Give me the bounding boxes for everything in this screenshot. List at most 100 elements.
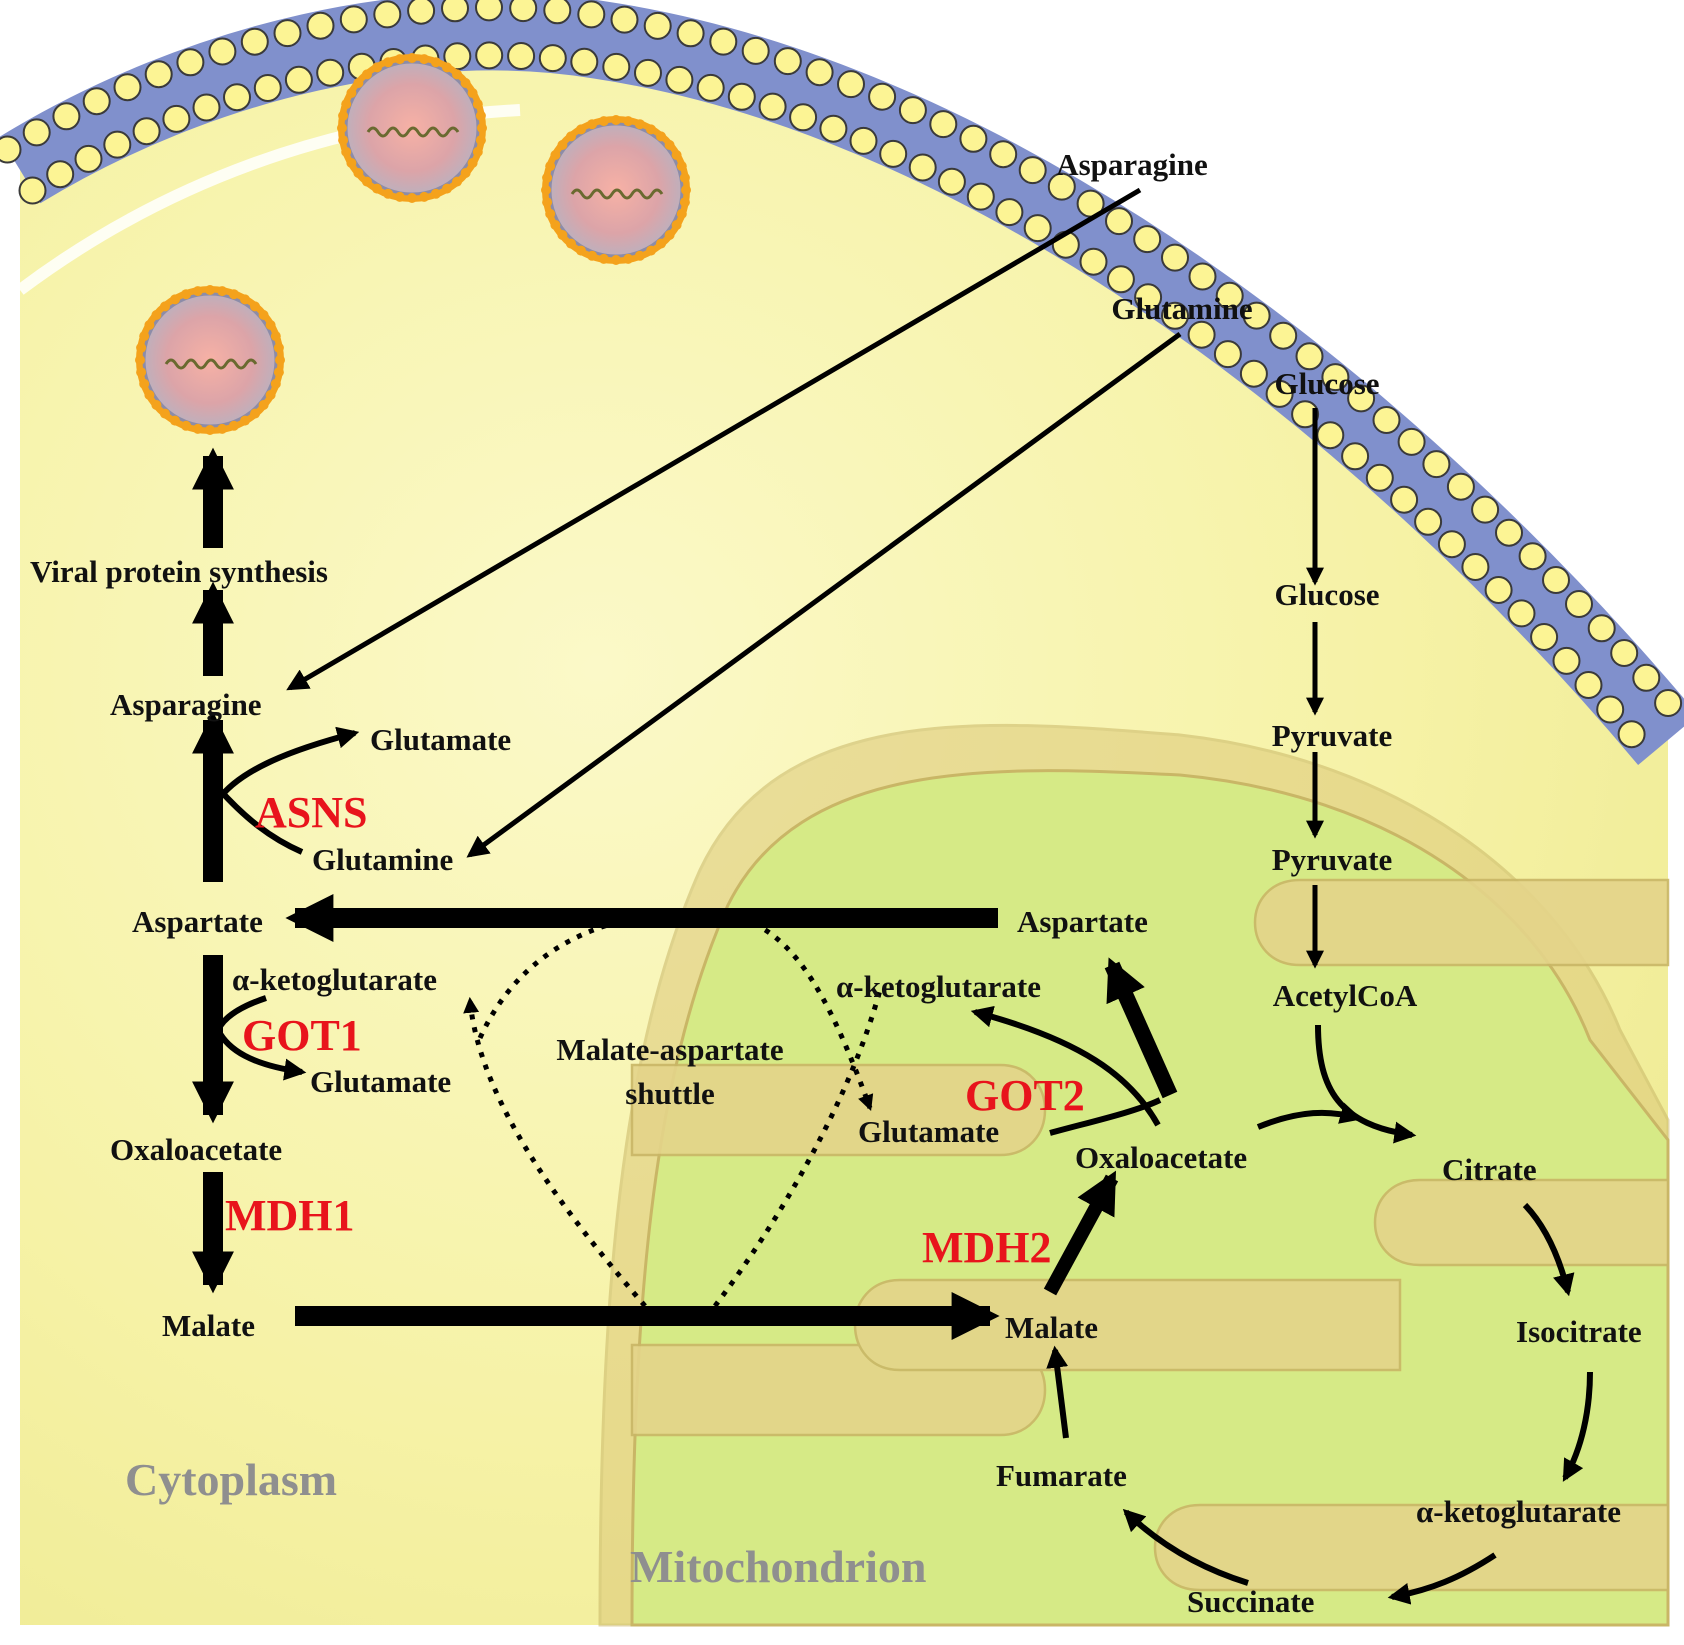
labels: Asparagine Glutamine Glucose Viral prote… (30, 147, 1642, 1619)
lipid-head (1161, 301, 1189, 330)
lipid-head (805, 58, 834, 87)
mdh2-enzyme-label: MDH2 (922, 1223, 1052, 1272)
lipid-head (789, 103, 818, 132)
virion-coat-dot (681, 185, 691, 195)
virion-coat-dot (679, 197, 690, 208)
virion-coat-dot (228, 420, 239, 431)
virion-coat-dot (541, 185, 551, 195)
lipid-head (1213, 340, 1242, 369)
lipid-head (1291, 400, 1320, 429)
mitochondrion (598, 723, 1670, 1627)
lipid-head (577, 0, 606, 29)
lipid-head (208, 37, 237, 66)
ext-glutamine-label: Glutamine (1111, 291, 1252, 326)
lipid-head (1047, 172, 1076, 201)
virion-coat-dot (430, 188, 441, 199)
cyto-malate-label: Malate (162, 1308, 255, 1343)
virion-coat-dot (472, 99, 483, 110)
virion-coat-dot (656, 238, 666, 249)
virion-coat-dot (362, 69, 372, 80)
lipid-head (1372, 406, 1401, 434)
lipid-head (1269, 321, 1298, 350)
virion-coat-dot (475, 110, 486, 121)
virion-coat-dot (394, 54, 405, 65)
lipid-head (849, 126, 878, 155)
lipid-head (1552, 646, 1581, 675)
lipid-head (1365, 463, 1394, 492)
virion-coat-dot (557, 140, 568, 150)
lipid-head (1341, 442, 1370, 471)
virion-coat-dot (460, 168, 471, 178)
virion-coat-dot (407, 53, 417, 63)
virion-coat-dot (472, 146, 483, 157)
mito-pyruvate-label: Pyruvate (1272, 842, 1393, 877)
mitochondrion-region-label: Mitochondrion (630, 1541, 926, 1592)
virion-coat-dot (646, 124, 656, 135)
lipid-head (475, 0, 503, 22)
lipid-head (1414, 507, 1443, 536)
arrow-ext-glutamine (466, 331, 1182, 858)
virion-coat-dot (273, 367, 284, 378)
virion-coat-dot (634, 119, 645, 130)
lipid-head (273, 19, 302, 48)
virion-coat-dot (160, 301, 170, 312)
lipid-head (82, 87, 111, 116)
virion-coat-dot (337, 123, 347, 133)
virion-coat-dot (442, 183, 452, 194)
ext-asparagine-label: Asparagine (1056, 147, 1208, 182)
virion-coat-dot (353, 168, 364, 178)
virion-coat-dot (598, 116, 609, 127)
lipid-head (253, 74, 282, 102)
lipid-head (1422, 450, 1451, 479)
lipid-head (758, 92, 787, 121)
arrow-oxaloacetate-to-aspartate (1104, 957, 1178, 1099)
virion-coat-dot (136, 342, 147, 353)
virion-coat-dot (192, 423, 203, 434)
virion-coat-dot (671, 220, 682, 230)
arrow-fumarate-to-malate (1046, 1345, 1069, 1439)
arrow-malate-to-oxaloacetate (1043, 1170, 1119, 1296)
lipid-head (507, 42, 536, 70)
lipid-head (74, 144, 103, 173)
lipid-head (113, 73, 142, 102)
virion-coat-dot (542, 197, 553, 208)
virion-coat-dot (611, 115, 621, 125)
lipid-head (1542, 566, 1570, 594)
lipid-head (1321, 363, 1350, 392)
virion-2 (541, 115, 691, 265)
lipid-head (176, 48, 205, 77)
virion-coat-dot (394, 191, 405, 202)
lipid-head (966, 182, 995, 211)
lipid-head (868, 82, 897, 111)
lipid-head (1565, 590, 1593, 618)
lipid-head (1018, 156, 1047, 185)
cyto-glucose-label: Glucose (1274, 577, 1379, 612)
lipid-head (240, 27, 269, 56)
virion-coat-dot (566, 131, 576, 142)
virion-coat-dot (545, 208, 556, 219)
virion-coat-dot (676, 161, 687, 172)
lipid-head (773, 47, 802, 76)
virion-coat-dot (181, 420, 192, 431)
virion-coat-dot (341, 146, 352, 157)
mito-glutamate-label: Glutamate (858, 1114, 999, 1149)
virion-coat-dot (372, 62, 382, 73)
fumarate-label: Fumarate (996, 1458, 1127, 1493)
lipid-head (1484, 576, 1513, 604)
virion-coat-dot (250, 408, 260, 419)
virion-coat-dot (623, 253, 634, 264)
virion-coat-dot (475, 135, 486, 146)
cyto-aspartate-label: Aspartate (132, 904, 263, 939)
virion-coat-dot (265, 320, 276, 330)
virion-coat-dot (477, 123, 487, 133)
virion-coat-dot (467, 88, 478, 98)
lipid-head (284, 65, 313, 94)
virion-coat-dot (407, 193, 417, 203)
virion-coat-dot (217, 423, 228, 434)
lipid-head (1106, 265, 1135, 294)
lipid-head (475, 41, 504, 70)
lipid-head (1596, 695, 1625, 724)
lipid-head (1079, 247, 1108, 276)
virion-coat-dot (383, 57, 394, 68)
virion-coat-dot (587, 119, 598, 130)
